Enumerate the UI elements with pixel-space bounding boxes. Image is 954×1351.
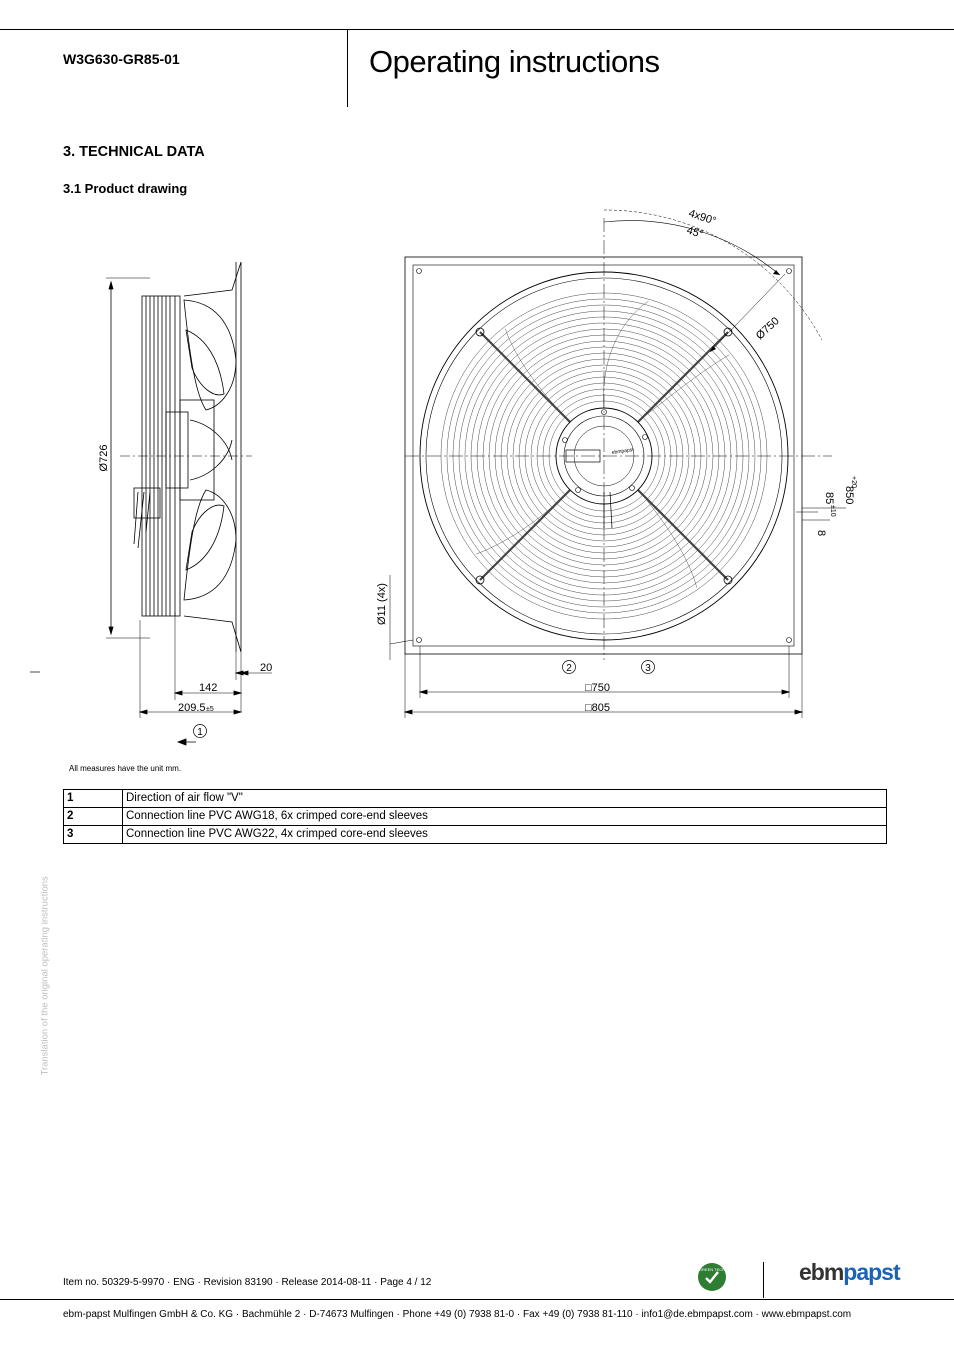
brand-papst: papst xyxy=(843,1259,900,1285)
legend-number: 2 xyxy=(63,807,123,826)
dim-142: 142 xyxy=(199,682,217,694)
marker-1: 1 xyxy=(197,727,203,738)
brand-logo: ebmpapst xyxy=(799,1259,901,1286)
footer-address: ebm-papst Mulfingen GmbH & Co. KG · Bach… xyxy=(63,1309,852,1320)
header-divider xyxy=(347,29,348,107)
dim-209-5: 209.5 xyxy=(178,702,206,714)
table-row: 1 Direction of air flow "V" xyxy=(63,789,887,808)
dim-85-tolerance: ±10 xyxy=(829,505,836,517)
dim-209-5-tolerance: ±5 xyxy=(206,706,214,713)
dim-hole: Ø11 (4x) xyxy=(376,583,388,625)
front-view xyxy=(389,209,846,718)
dim-diameter-750: Ø750 xyxy=(754,315,782,342)
side-view xyxy=(30,261,272,746)
header-top-rule xyxy=(0,29,954,30)
legend-number: 1 xyxy=(63,789,123,808)
units-note: All measures have the unit mm. xyxy=(69,764,182,773)
model-number: W3G630-GR85-01 xyxy=(63,51,180,67)
legend-text: Connection line PVC AWG22, 4x crimped co… xyxy=(122,825,887,844)
legend-table: 1 Direction of air flow "V" 2 Connection… xyxy=(63,789,887,844)
legend-text: Direction of air flow "V" xyxy=(122,789,887,808)
svg-text:GREEN TECH: GREEN TECH xyxy=(699,1267,725,1272)
legend-number: 3 xyxy=(63,825,123,844)
dim-8: 8 xyxy=(815,530,827,536)
greentech-logo-icon: GREEN TECH xyxy=(698,1263,726,1291)
angle-45: 45° xyxy=(685,224,705,241)
dim-850: 850 xyxy=(843,486,855,504)
dim-side-diameter: Ø726 xyxy=(98,445,110,472)
dim-85: 85 xyxy=(823,492,835,504)
marker-3: 3 xyxy=(645,663,651,674)
footer-item-line: Item no. 50329-5-9970 · ENG · Revision 8… xyxy=(63,1277,432,1288)
hub-brand-label: ebmpapst xyxy=(611,447,634,456)
dim-850-tolerance: +20 xyxy=(850,476,857,488)
legend-text: Connection line PVC AWG18, 6x crimped co… xyxy=(122,807,887,826)
product-drawing: Ø726 20 142 209.5 ±5 1 xyxy=(30,207,857,746)
marker-2: 2 xyxy=(566,663,572,674)
dim-square-750: □750 xyxy=(585,682,610,694)
section-heading: 3. TECHNICAL DATA xyxy=(63,144,205,160)
table-row: 3 Connection line PVC AWG22, 4x crimped … xyxy=(63,825,887,844)
dim-20: 20 xyxy=(260,662,272,674)
table-row: 2 Connection line PVC AWG18, 6x crimped … xyxy=(63,807,887,826)
side-note: Translation of the original operating in… xyxy=(39,876,51,1076)
brand-ebm: ebm xyxy=(799,1259,844,1285)
footer-divider xyxy=(763,1262,764,1298)
dim-square-805: □805 xyxy=(585,702,610,714)
footer-rule xyxy=(0,1299,954,1300)
subsection-heading: 3.1 Product drawing xyxy=(63,181,188,196)
document-title: Operating instructions xyxy=(369,44,660,79)
